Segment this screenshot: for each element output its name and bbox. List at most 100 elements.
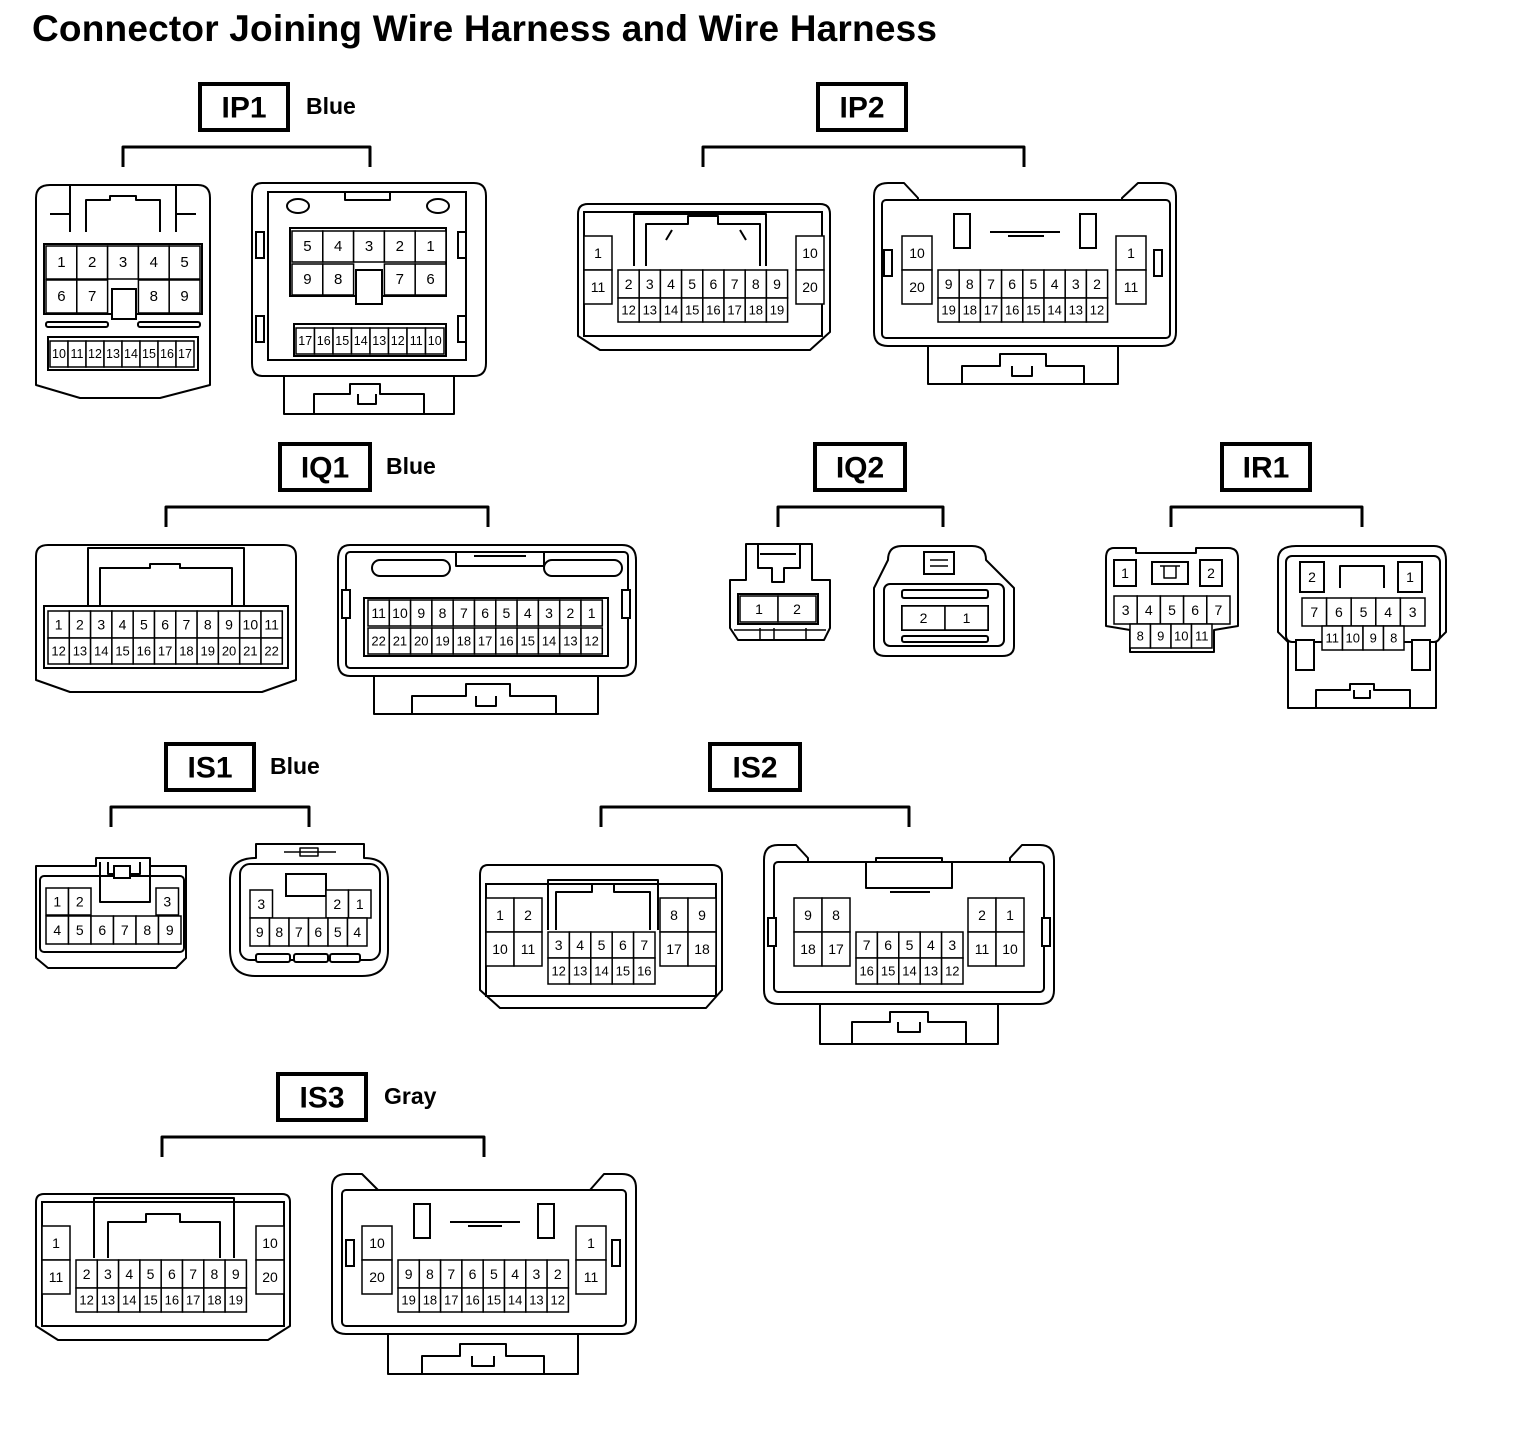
outline [284, 847, 336, 857]
pin-number: 5 [688, 276, 696, 292]
pin: 15 [332, 327, 353, 355]
outline [341, 589, 351, 619]
pin: 1 [1115, 235, 1147, 271]
outline [35, 544, 297, 693]
pin-number: 17 [984, 303, 998, 318]
pin: 18 [793, 931, 823, 967]
pin-number: 1 [963, 610, 971, 626]
pin-number: 15 [881, 964, 895, 979]
pin-number: 7 [863, 937, 871, 953]
pin-number: 6 [469, 1266, 477, 1282]
pin: 11 [41, 1259, 71, 1295]
pin: 16 [1000, 297, 1024, 323]
pin-cavity [765, 297, 789, 323]
pin: 2 [1085, 269, 1109, 299]
pin-cavity [76, 279, 109, 314]
pin-number: 2 [978, 907, 986, 923]
pin: 13 [369, 327, 390, 355]
pin: 3 [547, 931, 571, 959]
outline [543, 559, 623, 577]
pin-number: 12 [1090, 303, 1104, 318]
pin-number: 17 [478, 634, 492, 649]
pin-number: 16 [859, 964, 873, 979]
pin: 16 [461, 1287, 484, 1313]
pin-cavity [106, 245, 140, 280]
pin: 9 [291, 263, 324, 296]
pin-number: 6 [98, 922, 106, 938]
pin: 2 [67, 887, 92, 916]
pin: 10 [995, 931, 1025, 967]
pin-number: 6 [1335, 604, 1343, 620]
pin-number: 1 [426, 238, 434, 255]
pin-number: 3 [257, 896, 265, 912]
pin-number: 4 [125, 1266, 133, 1282]
connector-code: IS2 [732, 752, 777, 785]
pin-number: 1 [1121, 565, 1129, 581]
outline [93, 1197, 235, 1258]
pin: 11 [583, 269, 613, 305]
pin: 15 [1022, 297, 1045, 323]
pin: 6 [45, 279, 78, 314]
outline [345, 1239, 355, 1267]
pin: 4 [137, 245, 170, 280]
pin: 7 [76, 279, 109, 314]
pin: 18 [418, 1287, 442, 1313]
connector-code: IP1 [221, 92, 266, 125]
pin-number: 14 [354, 334, 368, 348]
pin: 7 [452, 599, 476, 627]
outline [283, 376, 455, 415]
pin-number: 17 [666, 941, 682, 957]
pin: 6 [160, 1259, 184, 1289]
pin: 7 [181, 1259, 205, 1289]
outline [1299, 561, 1325, 593]
pin: 9 [1149, 623, 1172, 649]
pin: 6 [90, 915, 115, 945]
pin-number: 9 [698, 907, 706, 923]
pin-number: 9 [804, 907, 812, 923]
pin: 4 [516, 599, 540, 627]
pin-number: 17 [727, 303, 741, 318]
pin-cavity [1085, 297, 1109, 323]
pin-number: 8 [966, 276, 974, 292]
pin: 10 [485, 931, 515, 967]
pin: 1 [575, 1225, 607, 1261]
pin: 11 [513, 931, 543, 967]
outline [371, 559, 451, 577]
pin-number: 21 [393, 634, 407, 649]
pin: 4 [503, 1259, 527, 1289]
pin-number: 7 [1215, 602, 1223, 618]
outline [255, 231, 265, 259]
pin-cavity [513, 931, 543, 967]
pin: 6 [876, 931, 900, 959]
pin-number: 3 [1072, 276, 1080, 292]
pin-cavity [224, 1287, 248, 1313]
outline [1079, 213, 1097, 249]
pin: 14 [121, 340, 141, 368]
pin-number: 14 [122, 1293, 136, 1308]
pin: 10 [49, 340, 69, 368]
pin: 17 [979, 297, 1003, 323]
pin: 3 [249, 889, 274, 919]
pin-number: 18 [423, 1293, 437, 1308]
pin-cavity [1350, 597, 1377, 627]
outline [633, 213, 767, 266]
connector-header: IR1 [1220, 442, 1312, 492]
pin: 12 [547, 957, 571, 985]
pin-cavity [175, 340, 195, 368]
pin-number: 9 [405, 1266, 413, 1282]
pin: 3 [1399, 597, 1426, 627]
outline [611, 1239, 621, 1267]
pin: 20 [795, 269, 825, 305]
pin: 3 [638, 269, 662, 299]
pin: 8 [196, 610, 220, 639]
pin-number: 10 [1174, 629, 1188, 644]
pin-number: 13 [1069, 303, 1083, 318]
pin-cavity [168, 279, 201, 314]
pin-cavity [687, 931, 717, 967]
pin: 18 [203, 1287, 226, 1313]
